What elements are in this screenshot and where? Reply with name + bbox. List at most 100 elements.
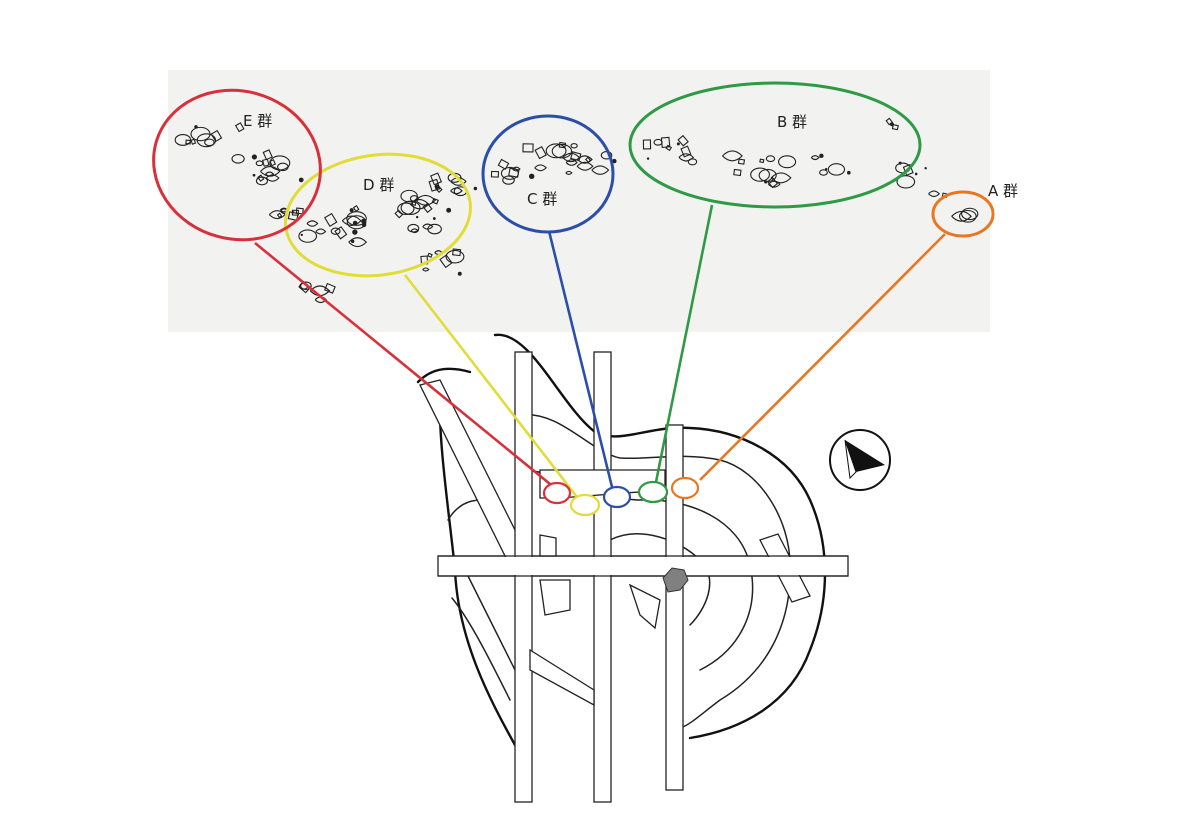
artifact-sketch <box>234 122 245 133</box>
artifact-sketch <box>928 190 941 197</box>
artifact-sketch <box>646 157 650 160</box>
detail-ellipse-c <box>481 114 615 234</box>
artifact-sketches <box>174 117 979 304</box>
artifact-sketch <box>394 209 404 219</box>
artifact-sketch <box>450 187 463 195</box>
artifact-sketch <box>522 143 534 153</box>
artifact-sketch <box>292 211 295 214</box>
detail-ellipse-a <box>931 190 995 238</box>
artifact-sketch <box>765 155 776 163</box>
left-contour <box>416 367 472 384</box>
group-label-b: B 群 <box>777 113 807 131</box>
artifact-sketch <box>534 164 547 172</box>
group-label-d: D 群 <box>363 176 394 194</box>
artifact-sketch <box>261 158 270 167</box>
artifact-sketch <box>330 227 341 235</box>
plan-marker-a <box>670 476 700 500</box>
artifact-sketch <box>847 170 851 175</box>
trench-vertical-3 <box>665 424 684 791</box>
trenches <box>419 351 849 803</box>
detail-panel-background <box>168 70 990 332</box>
artifact-sketch <box>190 138 197 145</box>
artifact-sketch <box>427 252 433 258</box>
artifact-sketch <box>269 155 291 171</box>
trench-outline-3 <box>539 534 557 557</box>
artifact-sketch <box>534 145 547 160</box>
artifact-sketch <box>497 158 510 170</box>
artifact-sketch <box>349 208 354 213</box>
artifact-sketch <box>204 138 215 147</box>
artifact-sketch <box>174 133 192 146</box>
trench-outline-2 <box>539 579 571 616</box>
artifact-sketch <box>445 249 465 264</box>
artifact-sketch <box>885 117 894 126</box>
artifact-sketch <box>819 169 828 176</box>
plan-marker-d <box>569 493 601 517</box>
artifact-sketch <box>439 254 453 269</box>
artifact-sketch <box>315 228 327 235</box>
artifact-sketch <box>269 159 277 167</box>
artifact-sketch <box>324 212 338 227</box>
artifact-sketch <box>733 168 742 177</box>
group-label-c: C 群 <box>527 190 557 208</box>
artifact-sketch <box>262 149 273 161</box>
inner-contour-4 <box>609 533 711 626</box>
group-label-e: E 群 <box>243 112 272 130</box>
artifact-sketch <box>334 226 348 240</box>
artifact-sketch <box>565 170 573 175</box>
artifact-sketch <box>642 139 652 150</box>
artifact-sketch <box>512 166 521 172</box>
artifact-sketch <box>665 144 673 152</box>
artifact-sketch <box>428 178 441 192</box>
leader-line-b <box>654 204 714 483</box>
artifact-sketch <box>457 271 462 276</box>
plan-marker-e <box>542 481 572 505</box>
artifact-sketch <box>435 185 443 193</box>
artifact-sketch <box>677 134 689 147</box>
artifact-sketch <box>770 172 792 184</box>
artifact-sketch <box>896 175 916 189</box>
artifact-sketch <box>352 229 358 235</box>
group-a-callout <box>670 190 995 500</box>
artifact-sketch <box>565 159 578 166</box>
central-feature <box>662 567 689 593</box>
artifact-sketch <box>309 285 331 297</box>
artifact-sketch <box>584 156 592 163</box>
artifact-sketch <box>255 176 269 186</box>
leader-line-c <box>547 230 614 488</box>
artifact-sketch <box>265 174 280 182</box>
artifact-sketch <box>411 201 417 206</box>
leader-line-d <box>403 274 579 498</box>
artifact-sketch <box>346 211 367 226</box>
artifact-sketch <box>676 142 680 146</box>
artifact-sketch <box>490 170 500 178</box>
artifact-sketch <box>576 161 594 171</box>
leader-line-e <box>254 241 551 486</box>
artifact-sketch <box>432 217 436 220</box>
artifact-sketch <box>680 145 692 158</box>
artifact-sketch <box>827 163 846 176</box>
artifact-sketch <box>446 207 452 213</box>
artifact-sketch <box>750 167 770 182</box>
artifact-sketch <box>350 239 355 244</box>
artifact-sketch <box>276 212 283 219</box>
artifact-sketch <box>570 143 578 149</box>
trench-outline-4 <box>628 583 661 630</box>
artifact-sketch <box>300 233 303 237</box>
plan-marker-b <box>637 480 669 504</box>
artifact-sketch <box>778 155 797 169</box>
artifact-sketch <box>653 138 663 146</box>
artifact-sketch <box>422 202 433 214</box>
artifact-sketch <box>422 267 430 272</box>
artifact-sketch <box>306 220 319 227</box>
artifact-sketch <box>551 143 573 159</box>
plan-marker-c <box>602 485 632 509</box>
group-labels: A 群B 群C 群D 群E 群 <box>243 112 1018 208</box>
artifact-sketch <box>951 210 972 222</box>
artifact-sketch <box>473 186 478 191</box>
artifact-sketch <box>961 207 979 221</box>
artifact-sketch <box>914 172 918 176</box>
artifact-sketch <box>545 143 567 159</box>
artifact-sketch <box>737 158 746 165</box>
